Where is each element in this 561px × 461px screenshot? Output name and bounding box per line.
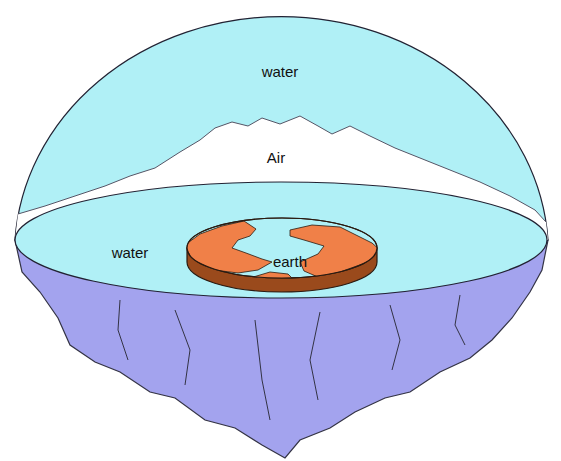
earth-disc-rim — [187, 218, 377, 278]
water-disc — [15, 182, 547, 298]
region-label: Air — [267, 150, 285, 167]
region-label: water — [112, 245, 149, 262]
earth-lands — [185, 221, 380, 284]
region-label: water — [262, 64, 299, 81]
region-label: earth — [273, 254, 307, 271]
land-mass — [185, 221, 272, 273]
rock-cracks — [118, 295, 465, 420]
